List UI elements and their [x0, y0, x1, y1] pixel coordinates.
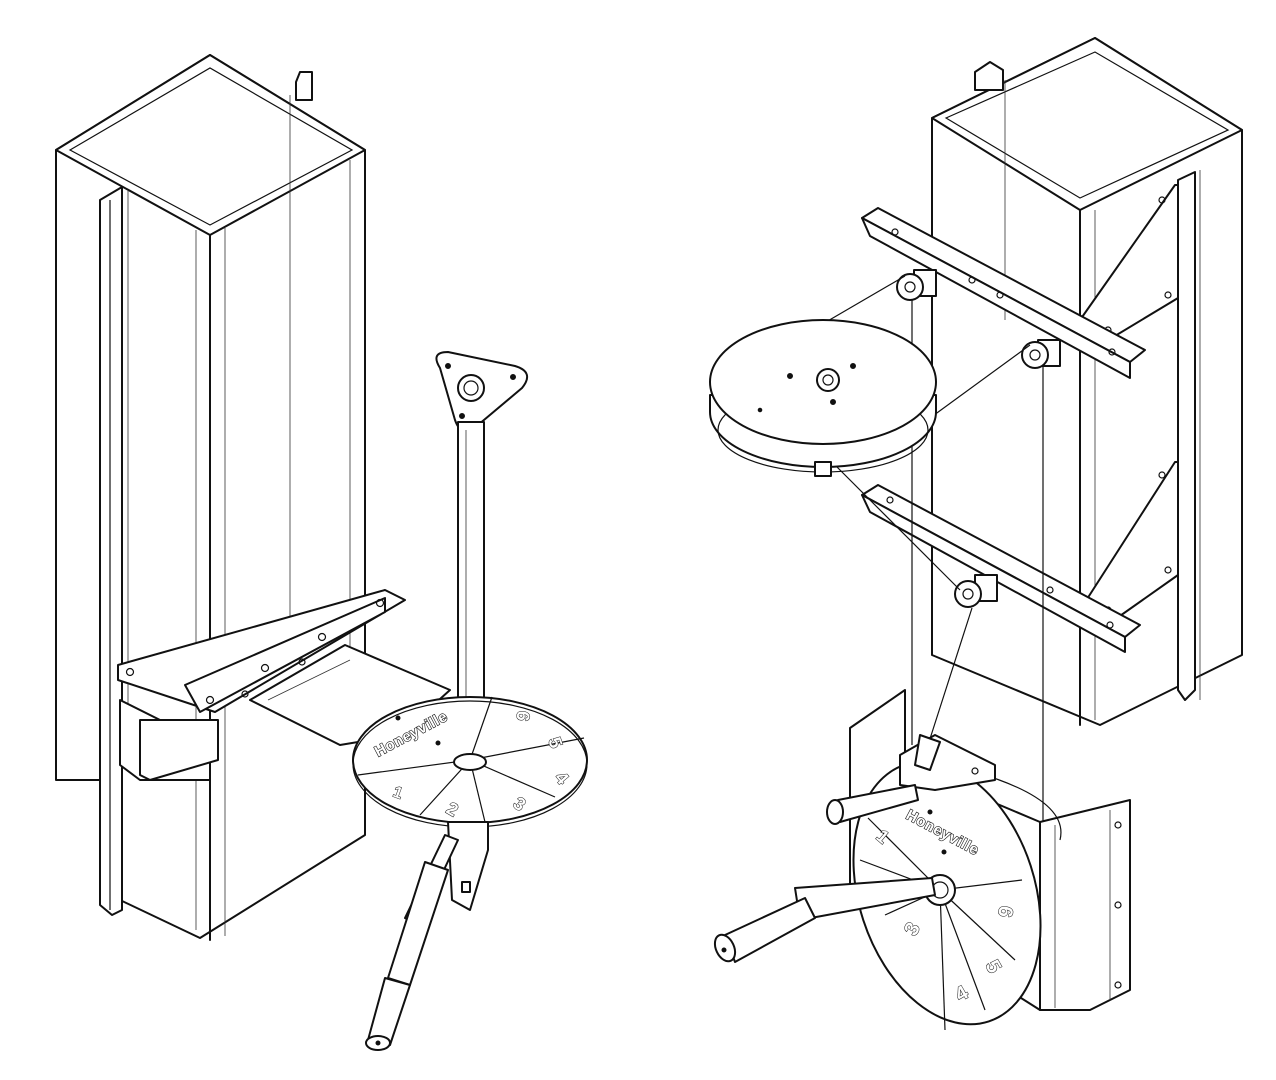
right-lower-grip — [724, 897, 816, 963]
right-hopper — [931, 37, 1243, 726]
left-unit: Honeyville 1 2 3 4 5 6 — [55, 54, 588, 1051]
right-upper-crossbar-face — [861, 217, 1131, 379]
right-side-rail — [1177, 171, 1196, 701]
left-angle-bracket — [117, 589, 406, 713]
left-dial-hub — [453, 753, 487, 771]
left-crank-grip — [367, 977, 411, 1046]
right-top-tab — [974, 61, 1004, 91]
left-cap-hub — [457, 374, 485, 402]
right-pulley-1 — [896, 269, 937, 301]
left-crank-lever — [387, 861, 449, 986]
right-upper-handle — [826, 734, 996, 825]
right-pulley-2 — [1021, 339, 1061, 369]
right-dial-number-6: 6 — [993, 904, 1017, 919]
left-side-rail — [99, 186, 123, 916]
right-lower-handle — [713, 874, 956, 963]
right-lower-box-right — [1039, 799, 1131, 1011]
right-lower-crossbar-face — [861, 494, 1126, 653]
left-hopper — [55, 54, 366, 941]
left-top-tab — [295, 71, 313, 101]
left-hopper-top-inner — [68, 67, 354, 226]
left-crank-bracket — [447, 821, 489, 911]
left-crank — [365, 821, 489, 1051]
left-lower-block — [139, 719, 219, 781]
right-hopper-top-opening — [931, 37, 1243, 211]
left-hopper-top-opening — [55, 54, 366, 236]
left-dial-number-6: 6 — [512, 709, 533, 722]
right-lower-crossbar — [861, 484, 1141, 653]
left-bracket-face — [184, 597, 386, 713]
left-dial: Honeyville 1 2 3 4 5 6 — [352, 696, 588, 828]
right-cable-reel — [709, 319, 937, 477]
right-handle-bracket — [899, 734, 996, 791]
right-upper-crossbar — [861, 207, 1146, 379]
right-unit: Honeyville 1 3 4 5 6 — [709, 37, 1243, 1031]
right-pulley-3 — [954, 574, 998, 608]
